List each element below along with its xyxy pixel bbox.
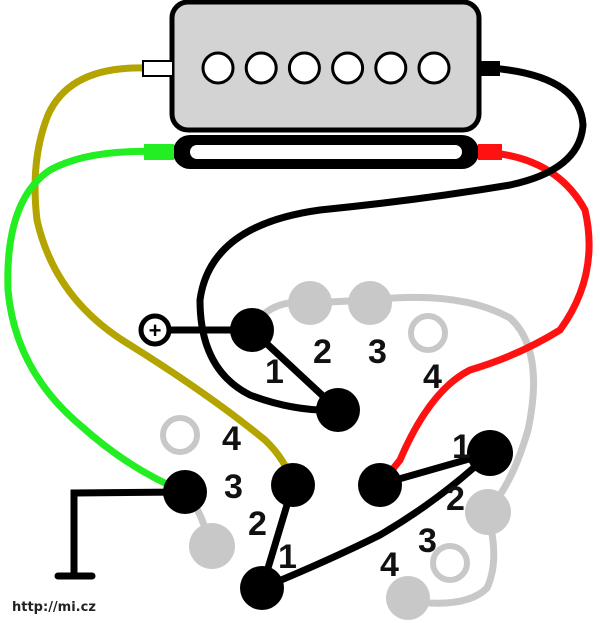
switch-left-label-1: 1 xyxy=(265,353,284,391)
switch-bottom-left-label-4: 4 xyxy=(222,420,241,458)
switch-right-label-4: 4 xyxy=(380,546,399,584)
pickup-pole-6 xyxy=(417,51,451,85)
switch-bottom-left-labels: 1 2 3 4 xyxy=(222,420,297,576)
plus-terminal: + xyxy=(138,313,172,347)
gray-wire-right-loop xyxy=(404,511,498,607)
pickup-lead-left xyxy=(142,60,174,77)
terminal-right-4 xyxy=(386,576,430,620)
switch-left-label-4: 4 xyxy=(423,358,442,396)
switch-right-label-2: 2 xyxy=(446,480,465,518)
terminal-bottom-left-4-ring xyxy=(160,415,200,455)
terminal-left-common xyxy=(316,388,360,432)
pickup-pole-5 xyxy=(374,51,408,85)
switch-bottom-left-label-1: 1 xyxy=(278,538,297,576)
switch-left-label-3: 3 xyxy=(368,333,387,371)
green-wire xyxy=(4,147,189,496)
pickup-pole-3 xyxy=(287,51,321,85)
pickup-poles xyxy=(201,51,451,85)
red-wire xyxy=(376,148,593,489)
black-wire-ground xyxy=(70,488,189,579)
terminal-right-common xyxy=(358,463,402,507)
black-wire-pickup-ground xyxy=(196,64,587,414)
pickup-lead-green xyxy=(144,144,174,160)
terminal-bottom-left-common xyxy=(271,463,315,507)
switch-right-label-1: 1 xyxy=(452,428,471,466)
pickup-base-slot xyxy=(190,145,462,159)
pickup-pole-1 xyxy=(201,51,235,85)
pickup xyxy=(142,0,502,169)
pickup-pole-4 xyxy=(331,51,365,85)
terminal-bottom-left-1 xyxy=(240,566,284,610)
gray-terminals xyxy=(189,281,511,620)
black-wire-cross xyxy=(258,449,494,592)
gray-ring-terminals xyxy=(160,313,470,583)
switch-bottom-left-label-3: 3 xyxy=(224,468,243,506)
plus-circle xyxy=(138,313,172,347)
black-terminals xyxy=(163,308,513,610)
yellow-wire xyxy=(31,64,297,489)
terminal-left-4-ring xyxy=(408,313,448,353)
pickup-lead-red xyxy=(478,144,502,160)
terminal-left-1 xyxy=(230,308,274,352)
terminal-bottom-left-2 xyxy=(189,523,235,569)
terminal-bottom-left-3 xyxy=(163,470,207,514)
pickup-pole-2 xyxy=(244,51,278,85)
switch-left-labels: 1 2 3 4 xyxy=(265,333,442,396)
terminal-left-3 xyxy=(348,281,392,325)
plus-icon: + xyxy=(149,318,162,343)
terminal-left-2 xyxy=(288,281,332,325)
switch-bottom-left-label-2: 2 xyxy=(248,505,267,543)
terminal-right-2 xyxy=(465,489,511,535)
switch-right-label-3: 3 xyxy=(418,522,437,560)
terminal-right-3-ring xyxy=(430,543,470,583)
switch-right-labels: 1 2 3 4 xyxy=(380,428,471,584)
terminal-right-1 xyxy=(467,430,513,476)
credit-link[interactable]: http://mi.cz xyxy=(12,600,96,615)
switch-left-label-2: 2 xyxy=(313,333,332,371)
pickup-lead-right xyxy=(478,61,500,76)
